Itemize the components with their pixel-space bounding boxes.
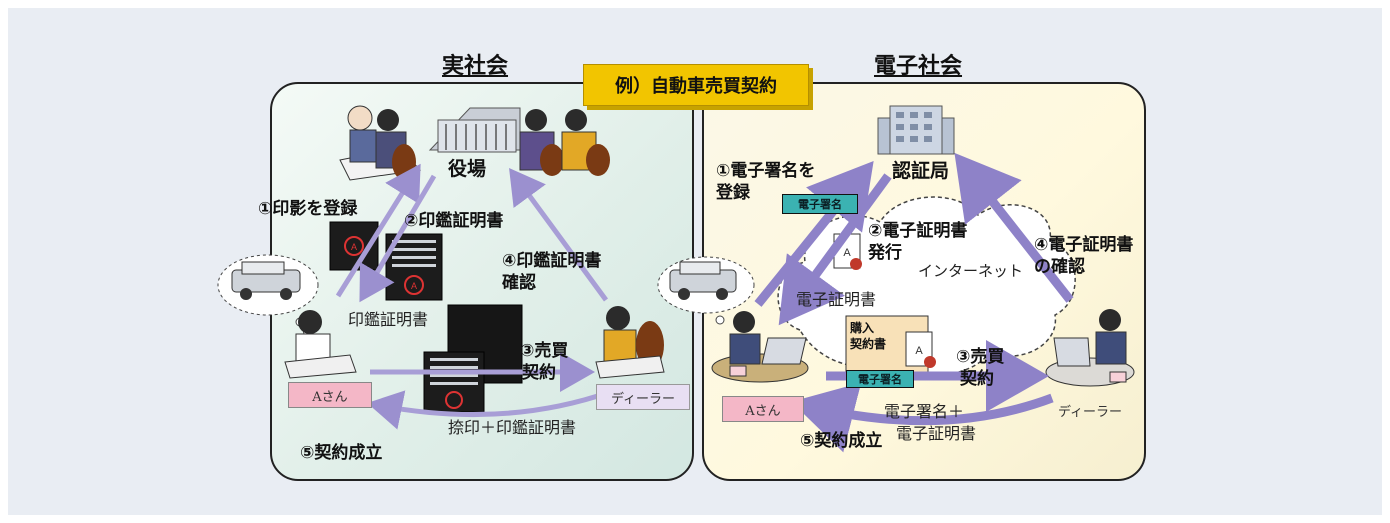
step5-contract-established: ⑤契約成立 xyxy=(300,443,383,463)
purchase-contract-document-icon: A xyxy=(845,315,936,375)
contract-doc-line1: 購入 xyxy=(850,321,875,335)
elec-step2-line1: ②電子証明書 xyxy=(868,221,968,241)
elec-step4-line2: の確認 xyxy=(1034,257,1085,277)
elec-person-a-tag: Aさん xyxy=(722,396,804,422)
elec-arrows xyxy=(754,152,1074,453)
arrow-verify-certificate-elec xyxy=(954,152,1074,303)
arrow-issue-certificate-elec xyxy=(778,173,892,326)
arrow-issue-certificate xyxy=(359,174,437,303)
dealer-tag: ディーラー xyxy=(596,384,690,410)
step4-line1: ④印鑑証明書 xyxy=(502,251,602,271)
svg-text:A: A xyxy=(351,242,357,252)
real-society-title: 実社会 xyxy=(442,54,509,79)
contract-documents-icon xyxy=(423,304,523,413)
seal-plus-certificate-note: 捺印＋印鑑証明書 xyxy=(448,418,577,437)
elec-step3-line2: 契約 xyxy=(960,369,994,389)
elec-step2-line2: 発行 xyxy=(868,243,902,263)
office-building-icon xyxy=(428,107,521,153)
digital-signature-tag: 電子署名 xyxy=(782,194,858,214)
person-a-laptop-icon xyxy=(711,311,809,383)
svg-text:A: A xyxy=(915,345,923,357)
elec-step3-line1: ③売買 xyxy=(956,347,1005,367)
person-a-figure-icon xyxy=(284,310,357,379)
contract-signature-tag: 電子署名 xyxy=(846,370,914,388)
arrow-contract-established xyxy=(367,389,611,430)
sign-note-line1: 電子署名＋ xyxy=(884,402,965,421)
elec-step4-line1: ④電子証明書 xyxy=(1034,235,1134,255)
person-a-tag: Aさん xyxy=(288,382,372,408)
elec-certificate-note: 電子証明書 xyxy=(796,290,877,309)
svg-text:A: A xyxy=(411,281,417,291)
step2-seal-certificate: ②印鑑証明書 xyxy=(404,211,504,231)
step4-line2: 確認 xyxy=(502,273,536,293)
elec-dealer-label: ディーラー xyxy=(1057,404,1123,420)
sign-note-line2: 電子証明書 xyxy=(896,424,977,443)
certification-authority-label: 認証局 xyxy=(892,160,950,182)
contract-doc-line2: 契約書 xyxy=(850,337,887,351)
step3-line2: 契約 xyxy=(522,363,556,383)
arrow-register-seal xyxy=(335,163,421,298)
clerk-figure-icon xyxy=(339,105,422,181)
seal-certificate-note: 印鑑証明書 xyxy=(348,310,429,329)
dealer-laptop-icon xyxy=(1045,309,1135,387)
step1-register-seal: ①印影を登録 xyxy=(258,199,358,219)
elec-step1-line2: 登録 xyxy=(716,183,750,203)
certification-authority-building-icon xyxy=(877,105,955,155)
elec-step1-line1: ①電子署名を xyxy=(716,161,816,181)
dealer-figure-icon xyxy=(595,306,665,379)
town-office-label: 役場 xyxy=(448,158,487,180)
example-banner: 例）自動車売買契約 xyxy=(583,64,809,106)
clerk-pair-icon xyxy=(519,109,610,176)
electronic-society-title: 電子社会 xyxy=(874,54,963,79)
real-arrows xyxy=(335,163,611,430)
elec-step5-contract-established: ⑤契約成立 xyxy=(800,431,883,451)
internet-label: インターネット xyxy=(918,262,1024,280)
arrow-verify-certificate xyxy=(509,167,609,302)
step3-line1: ③売買 xyxy=(520,341,569,361)
arrow-contract-established-elec xyxy=(791,382,1054,453)
car-thought-bubble-elec-icon xyxy=(657,256,755,325)
arrow-register-signature xyxy=(754,161,874,307)
svg-text:A: A xyxy=(843,247,851,259)
